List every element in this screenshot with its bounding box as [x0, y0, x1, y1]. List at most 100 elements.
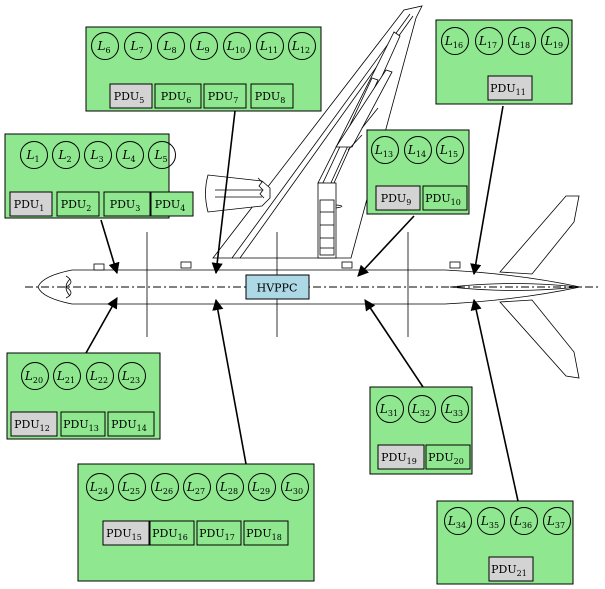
- load-label: L12: [291, 39, 310, 55]
- load-label: L27: [186, 480, 205, 496]
- load-circle: [190, 32, 218, 60]
- pdu-label: PDU6: [161, 90, 192, 105]
- pdu-label: PDU13: [63, 418, 99, 433]
- pdu-box: [243, 520, 289, 546]
- arrow-g2: [211, 110, 236, 275]
- pdu-main-box: [9, 191, 53, 217]
- load-label: L37: [546, 514, 565, 530]
- load-circle: [223, 32, 251, 60]
- pdu-label: PDU10: [425, 192, 461, 207]
- load-label: L28: [219, 480, 238, 496]
- load-label: L14: [407, 143, 426, 159]
- load-label: L17: [478, 34, 497, 50]
- pdu-main-box: [487, 75, 533, 101]
- load-label: L9: [195, 39, 209, 55]
- load-label: L16: [444, 34, 463, 50]
- pdu-main-box: [377, 444, 425, 470]
- load-circle: [541, 27, 569, 55]
- load-circle: [118, 473, 146, 501]
- load-label: L7: [129, 39, 143, 55]
- load-circle: [475, 27, 503, 55]
- pdu-box: [60, 411, 106, 437]
- pdu-box: [425, 444, 471, 470]
- load-circle: [404, 136, 432, 164]
- pdu-box: [107, 411, 155, 437]
- load-label: L31: [379, 402, 398, 418]
- pdu-label: PDU8: [255, 90, 286, 105]
- load-circle: [510, 507, 538, 535]
- load-circle: [288, 32, 316, 60]
- pdu-label: PDU2: [61, 198, 92, 213]
- load-circle: [20, 141, 48, 169]
- load-circle: [248, 473, 276, 501]
- load-label: L33: [444, 402, 463, 418]
- arrow-g6: [212, 298, 247, 465]
- load-label: L24: [89, 480, 108, 496]
- pdu-main-box: [102, 520, 150, 546]
- load-circle: [21, 362, 49, 390]
- load-label: L8: [162, 39, 176, 55]
- pdu-label: PDU9: [381, 192, 412, 207]
- load-label: L30: [284, 480, 303, 496]
- load-circle: [151, 473, 179, 501]
- pdu-label: PDU11: [490, 82, 526, 97]
- engine-nacelle: [205, 174, 271, 213]
- pdu-label: PDU21: [491, 563, 527, 578]
- pdu-label: PDU5: [114, 90, 145, 105]
- pdu-label: PDU15: [106, 527, 142, 542]
- load-label: L19: [544, 34, 563, 50]
- load-circle: [118, 362, 146, 390]
- load-circle: [53, 362, 81, 390]
- pdu-box: [203, 83, 247, 109]
- pdu-label: PDU7: [208, 90, 239, 105]
- pdu-box: [422, 185, 468, 211]
- load-label: L25: [121, 480, 140, 496]
- pdu-box: [154, 83, 202, 109]
- load-circle: [508, 27, 536, 55]
- load-label: L13: [374, 143, 393, 159]
- load-circle: [116, 141, 144, 169]
- load-label: L10: [226, 39, 245, 55]
- hvppc-label: HVPPC: [257, 282, 298, 295]
- load-label: L1: [25, 148, 39, 164]
- load-circle: [376, 395, 404, 423]
- load-circle: [408, 395, 436, 423]
- pdu-box: [56, 191, 100, 217]
- load-circle: [256, 32, 284, 60]
- load-label: L2: [57, 148, 71, 164]
- pdu-label: PDU4: [155, 198, 186, 213]
- load-circle: [543, 507, 571, 535]
- pdu-label: PDU16: [152, 527, 188, 542]
- pdu-label: PDU19: [381, 451, 417, 466]
- load-circle: [86, 362, 114, 390]
- pdu-label: PDU14: [111, 418, 147, 433]
- load-label: L36: [513, 514, 532, 530]
- pdu-label: PDU3: [110, 198, 141, 213]
- load-circle: [86, 473, 114, 501]
- pdu-label: PDU12: [14, 418, 50, 433]
- tail-lower: [499, 299, 580, 379]
- load-label: L26: [154, 480, 173, 496]
- load-label: L29: [251, 480, 270, 496]
- arrow-g4: [470, 105, 504, 276]
- hvppc-box: [245, 274, 310, 300]
- load-label: L18: [511, 34, 530, 50]
- load-circle: [124, 32, 152, 60]
- load-label: L6: [96, 39, 110, 55]
- load-circle: [371, 136, 399, 164]
- load-circle: [444, 507, 472, 535]
- load-label: L3: [89, 148, 103, 164]
- hvppc-node: HVPPC: [245, 274, 310, 300]
- load-label: L23: [121, 369, 140, 385]
- load-circle: [281, 473, 309, 501]
- load-circle: [216, 473, 244, 501]
- load-circle: [477, 507, 505, 535]
- pdu-main-box: [109, 83, 153, 109]
